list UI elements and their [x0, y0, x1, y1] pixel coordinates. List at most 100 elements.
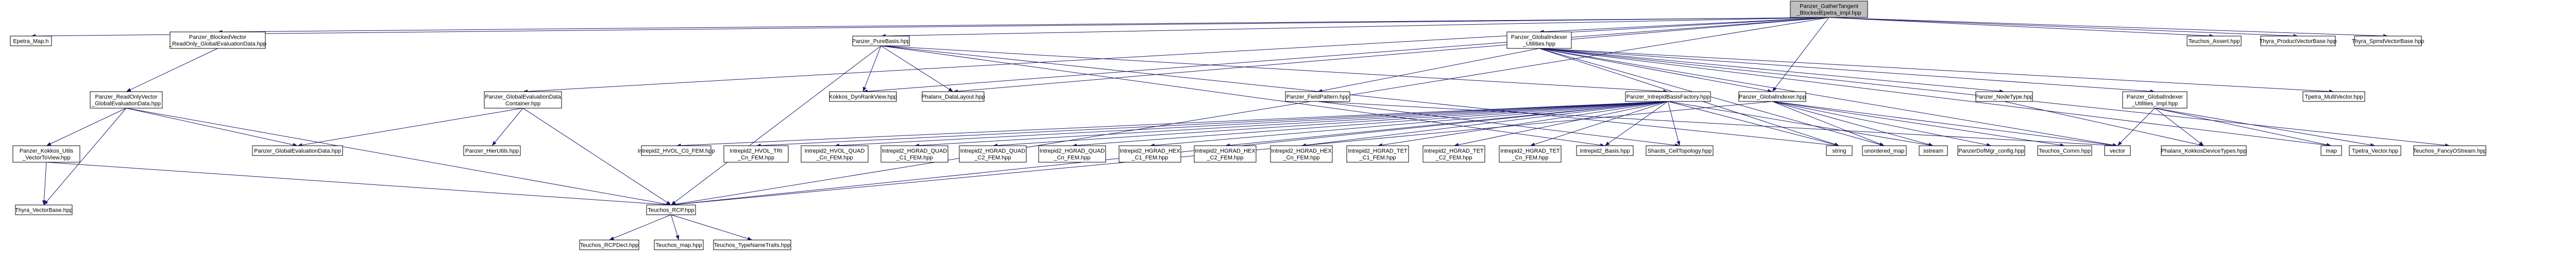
node-hgrad_tet_c1[interactable]: Intrepid2_HGRAD_TET_C1_FEM.hpp — [1346, 145, 1409, 163]
edge-field_pattern-to-shards — [1317, 101, 1680, 147]
edge-gi_utilities-to-unordered_map — [1539, 48, 1885, 147]
node-box — [2302, 91, 2365, 102]
node-string[interactable]: string — [1826, 145, 1853, 156]
node-intrepid_basis[interactable]: Intrepid2_Basis.hpp — [1576, 145, 1634, 156]
node-vector[interactable]: vector — [2104, 145, 2131, 156]
node-unordered_map[interactable]: unordered_map — [1862, 145, 1907, 156]
node-hierutils[interactable]: Panzer_HierUtils.hpp — [463, 145, 521, 156]
node-field_pattern[interactable]: Panzer_FieldPattern.hpp — [1285, 91, 1350, 102]
edge-gi_utilities-to-gi_utilities_impl — [1539, 48, 2155, 93]
node-hgrad_quad_c2[interactable]: Intrepid2_HGRAD_QUAD_C2_FEM.hpp — [959, 145, 1027, 163]
node-teuchos_map[interactable]: Teuchos_map.hpp — [654, 239, 704, 250]
node-gi_utilities[interactable]: Panzer_GlobalIndexer_Utilities.hpp — [1506, 31, 1572, 49]
node-label-line: _Cn_FEM.hpp — [737, 155, 774, 161]
node-box — [654, 239, 704, 250]
node-label-line: Intrepid2_HVOL_TRI — [730, 148, 783, 154]
node-phalanx_kokkos[interactable]: Phalanx_KokkosDeviceTypes.hpp — [2161, 145, 2247, 156]
edge-intrepid_factory-to-hgrad_hex_c1 — [1149, 101, 1668, 147]
node-global_indexer[interactable]: Panzer_GlobalIndexer.hpp — [1738, 91, 1806, 102]
node-ged[interactable]: Panzer_GlobalEvaluationData.hpp — [252, 145, 343, 156]
edge-global_indexer-to-config_defs — [1772, 101, 1992, 147]
node-hgrad_quad_c1[interactable]: Intrepid2_HGRAD_QUAD_C1_FEM.hpp — [880, 145, 948, 163]
edge-puredbasis-to-intrepid_basis — [880, 45, 1605, 147]
edge-node_type-to-phalanx_kokkos — [2004, 101, 2204, 147]
node-hvol_tri[interactable]: Intrepid2_HVOL_TRI_Cn_FEM.hpp — [723, 145, 789, 163]
node-box — [1270, 145, 1333, 163]
node-kokkos_dynrank[interactable]: Kokkos_DynRankView.hpp — [829, 91, 897, 102]
edge-intrepid_factory-to-intrepid_basis — [1604, 101, 1668, 146]
node-config_defs[interactable]: PanzerDofMgr_config.hpp — [1957, 145, 2025, 156]
node-label-line: Panzer_GlobalEvaluationData — [485, 94, 561, 100]
node-hvol_c0[interactable]: Intrepid2_HVOL_C0_FEM.hpp — [638, 145, 715, 156]
node-phalanx_datalayout[interactable]: Phalanx_DataLayout.hpp — [921, 91, 985, 102]
node-bf_readonly[interactable]: Panzer_BlockedVector_ReadOnly_GlobalEval… — [168, 31, 266, 49]
edge-root-to-gi_utilities — [1539, 17, 1829, 34]
node-box — [1975, 91, 2033, 102]
edge-gi_utilities-to-field_pattern — [1317, 48, 1539, 93]
edge-gi_utilities_impl-to-phalanx_kokkos — [2155, 108, 2204, 146]
node-thyra_pvb[interactable]: Thyra_ProductVectorBase.hpp — [2260, 36, 2337, 46]
node-gi_utilities_impl[interactable]: Panzer_GlobalIndexer_Utilities_impl.hpp — [2122, 91, 2188, 109]
edge-gi_utilities-to-map — [1539, 48, 2332, 147]
node-box — [1625, 91, 1711, 102]
node-label-line: Thyra_ProductVectorBase.hpp — [2260, 39, 2337, 45]
node-node_type[interactable]: Panzer_NodeType.hpp — [1975, 91, 2033, 102]
node-teuchos_comm[interactable]: Teuchos_Comm.hpp — [2037, 145, 2092, 156]
node-root[interactable]: Panzer_GatherTangent_BlockedEpetra_impl.… — [1790, 1, 1868, 18]
node-teuchos_fancy[interactable]: Teuchos_FancyOStream.hpp — [2413, 145, 2486, 156]
node-label-line: sstream — [1923, 148, 1943, 154]
edge-ro_vector-to-ged — [126, 108, 298, 147]
node-tpetra_vector[interactable]: Tpetra_Vector.hpp — [2349, 145, 2401, 156]
node-teuchos_assert[interactable]: Teuchos_Assert.hpp — [2187, 36, 2242, 46]
node-hgrad_tet_c2[interactable]: Intrepid2_HGRAD_TET_C2_FEM.hpp — [1422, 145, 1485, 163]
node-label-line: _Utilities_impl.hpp — [2131, 101, 2178, 107]
node-map[interactable]: map — [2320, 145, 2342, 156]
node-kokkos_utils[interactable]: Panzer_Kokkos_Utils_VectorToView.hpp — [12, 145, 80, 163]
node-teuchos_rcp[interactable]: Teuchos_RCP.hpp — [646, 204, 696, 215]
node-hgrad_quad_cn[interactable]: Intrepid2_HGRAD_QUAD_Cn_FEM.hpp — [1038, 145, 1106, 163]
node-box — [1862, 145, 1907, 156]
node-label-line: _Cn_FEM.hpp — [1512, 155, 1549, 161]
node-hvol_quad[interactable]: Intrepid2_HVOL_QUAD_Cn_FEM.hpp — [801, 145, 869, 163]
node-label-line: Container.hpp — [505, 101, 541, 107]
node-label-line: _Cn_FEM.hpp — [1283, 155, 1320, 161]
node-sstream[interactable]: sstream — [1919, 145, 1948, 156]
edge-root-to-thyra_spmd — [1828, 17, 2388, 38]
node-typenametraits[interactable]: Teuchos_TypeNameTraits.hpp — [713, 239, 791, 250]
node-label-line: Teuchos_FancyOStream.hpp — [2413, 148, 2486, 154]
node-rcpdecl[interactable]: Teuchos_RCPDecl.hpp — [579, 239, 639, 250]
edge-root-to-puredbasis — [880, 17, 1829, 38]
node-ro_vector[interactable]: Panzer_ReadOnlyVector_GlobalEvaluationDa… — [90, 91, 163, 109]
edge-root-to-teuchos_rcp — [671, 17, 1829, 207]
node-label-line: _Cn_FEM.hpp — [1054, 155, 1091, 161]
node-epetra_map[interactable]: Epetra_Map.h — [10, 36, 52, 46]
node-intrepid_factory[interactable]: Panzer_IntrepidBasisFactory.hpp — [1625, 91, 1711, 102]
node-box — [641, 145, 711, 156]
node-box — [2320, 145, 2342, 156]
node-label-line: map — [2326, 148, 2336, 154]
node-hgrad_hex_c1[interactable]: Intrepid2_HGRAD_HEX_C1_FEM.hpp — [1118, 145, 1181, 163]
node-label-line: _C2_FEM.hpp — [974, 155, 1011, 161]
node-hgrad_hex_cn[interactable]: Intrepid2_HGRAD_HEX_Cn_FEM.hpp — [1270, 145, 1333, 163]
edge-intrepid_factory-to-hgrad_hex_cn — [1301, 101, 1668, 147]
node-tpetra_multivector[interactable]: Tpetra_MultiVector.hpp — [2302, 91, 2365, 102]
edge-intrepid_factory-to-sstream — [1668, 101, 1934, 147]
node-hgrad_hex_c2[interactable]: Intrepid2_HGRAD_HEX_C2_FEM.hpp — [1194, 145, 1257, 163]
node-label-line: Kokkos_DynRankView.hpp — [829, 94, 897, 100]
edge-intrepid_factory-to-hvol_tri — [756, 101, 1668, 148]
node-label-line: Thyra_SpmdVectorBase.hpp — [2352, 39, 2425, 45]
node-puredbasis[interactable]: Panzer_PureBasis.hpp — [852, 36, 910, 46]
node-box — [723, 145, 789, 163]
node-shards[interactable]: Shards_CellTopology.hpp — [1646, 145, 1714, 156]
node-label-line: _C2_FEM.hpp — [1207, 155, 1244, 161]
node-label-line: Intrepid2_HGRAD_HEX — [1195, 148, 1256, 154]
node-box — [2354, 36, 2422, 46]
edge-root-to-global_indexer — [1772, 17, 1829, 92]
node-hgrad_tet_cn[interactable]: Intrepid2_HGRAD_TET_Cn_FEM.hpp — [1499, 145, 1562, 163]
node-box — [463, 145, 521, 156]
node-label-line: string — [1833, 148, 1846, 154]
edge-intrepid_factory-to-hgrad_quad_c1 — [914, 101, 1668, 148]
node-thyra_spmd[interactable]: Thyra_SpmdVectorBase.hpp — [2352, 36, 2425, 46]
node-thyra_vb[interactable]: Thyra_VectorBase.hpp — [15, 204, 73, 215]
